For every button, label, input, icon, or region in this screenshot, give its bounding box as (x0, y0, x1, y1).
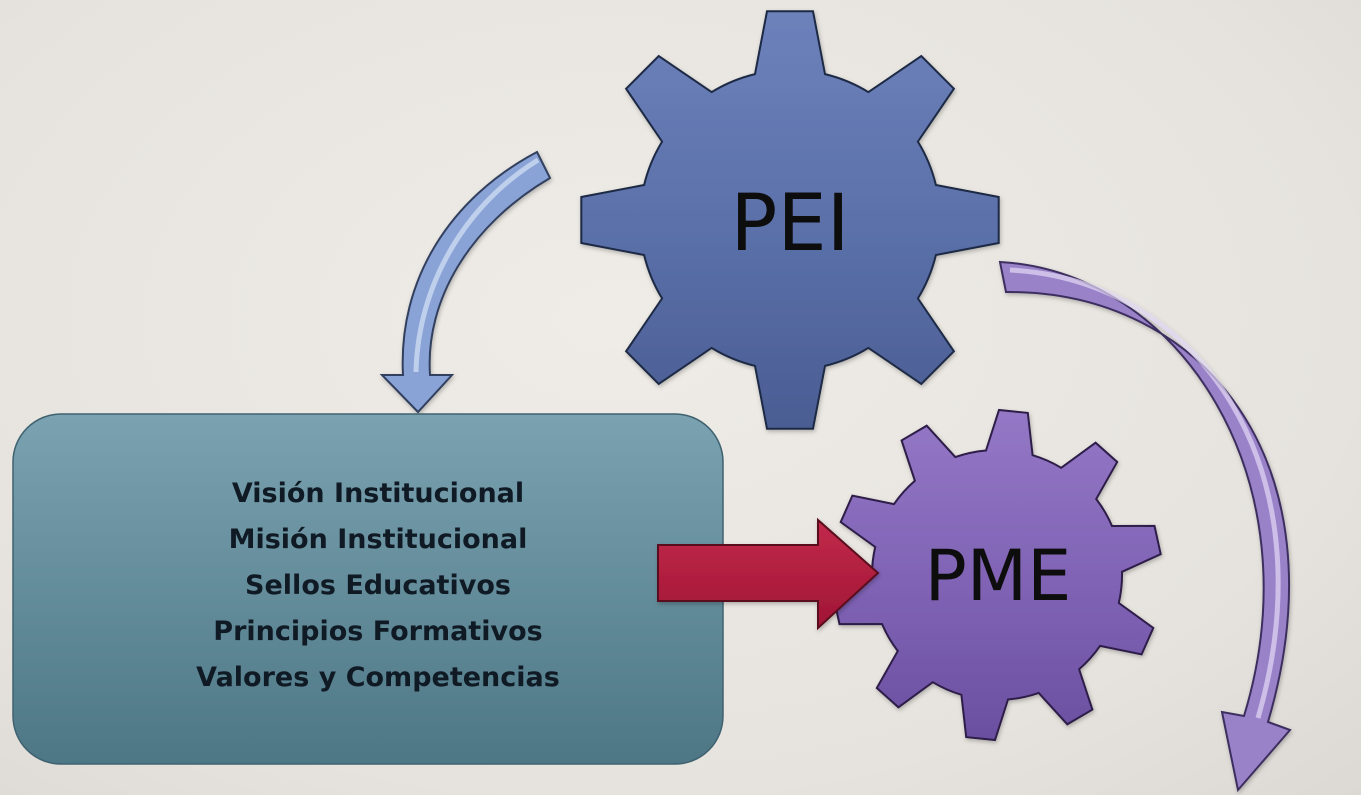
curved-arrow-pei-to-box-highlight (413, 157, 540, 373)
gear-pei-label: PEI (730, 179, 849, 269)
values-list-item: Sellos Educativos (245, 570, 511, 601)
values-list-item: Valores y Competencias (196, 662, 560, 693)
curved-arrow-pei-to-bottom (998, 260, 1292, 793)
gear-pme-shape (832, 408, 1162, 742)
gear-pme: PME (832, 408, 1162, 742)
curved-arrow-pei-to-box (379, 150, 552, 414)
straight-arrow-box-to-pme-shape (657, 517, 880, 631)
curved-arrow-pei-to-box-shape (379, 150, 552, 414)
curved-arrow-pei-to-bottom-shape (998, 260, 1292, 793)
values-list-item: Principios Formativos (213, 616, 542, 647)
straight-arrow-box-to-pme (657, 517, 880, 631)
curved-arrow-pei-to-bottom-highlight (1009, 267, 1281, 719)
values-list-item: Misión Institucional (229, 524, 528, 555)
gear-pei: PEI (580, 10, 1000, 430)
gear-pei-shape (580, 10, 1000, 430)
values-list-item: Visión Institucional (232, 478, 524, 509)
gear-pme-label: PME (925, 535, 1072, 617)
